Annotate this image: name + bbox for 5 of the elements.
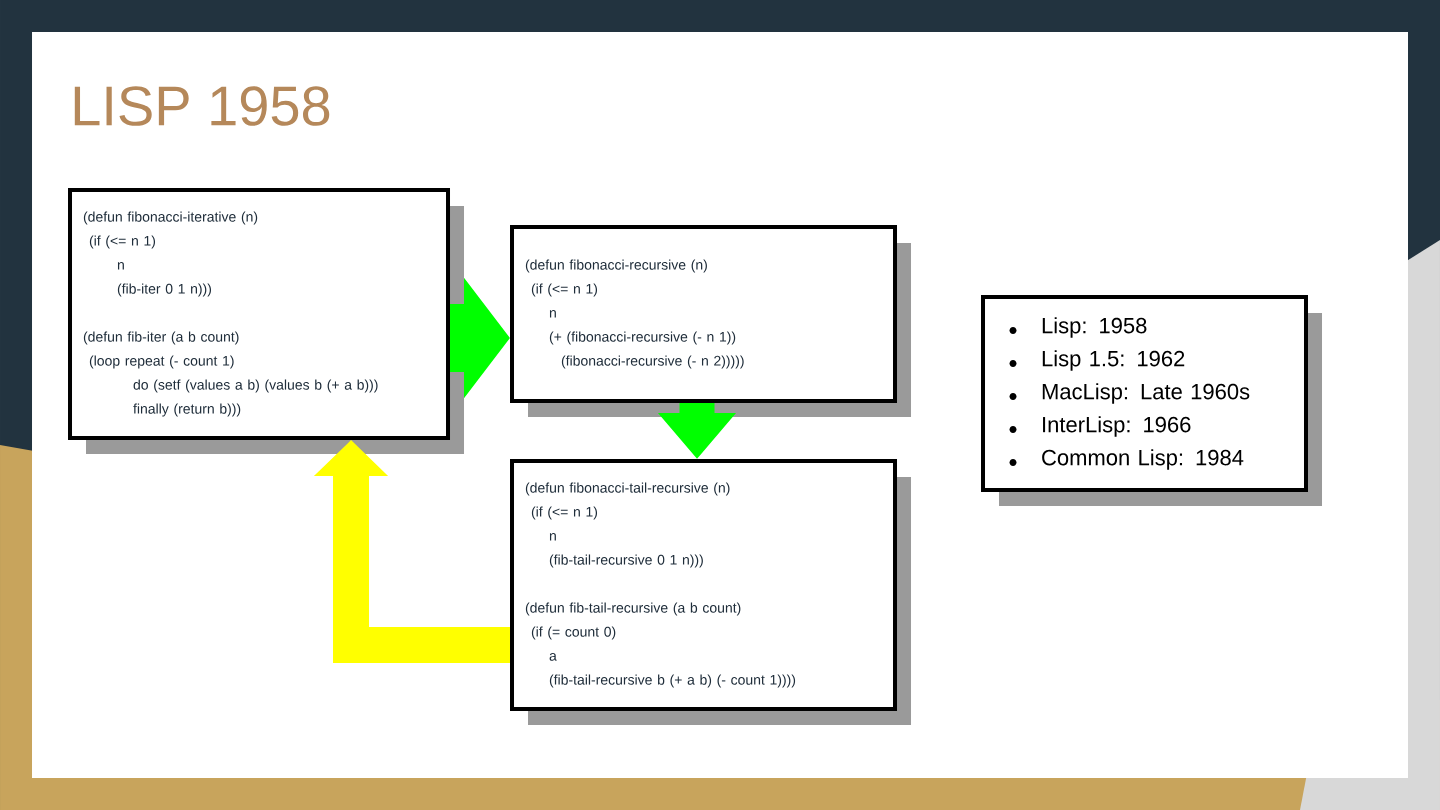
code-box: (defun fibonacci-recursive (n) (if (<= n 1) n (+ (fibonacci-recursive (- n 1)) (fibonacci-recursive (- n 2))))) (510, 225, 911, 417)
code-box: (defun fibonacci-tail-recursive (n) (if (<= n 1) n (fib-tail-recursive 0 1 n))) (defun fib-tail-recursive (a b count) (if (= count 0) a (fib-tail-recursive b (+ a b) (- count 1)))) (510, 459, 911, 725)
slide-title: LISP 1958 (74, 86, 330, 126)
bullet-list-box: Lisp: 1958 Lisp 1.5: 1962 MacLisp: Late 1960s InterLisp: 1966 Common Lisp: 1984 (981, 295, 1322, 506)
code-box: (defun fibonacci-iterative (n) (if (<= n 1) n (fib-iter 0 1 n))) (defun fib-iter (a b count) (loop repeat (- count 1) do (setf (values a b) (values b (+ a b))) finally (return b))) (68, 188, 464, 454)
